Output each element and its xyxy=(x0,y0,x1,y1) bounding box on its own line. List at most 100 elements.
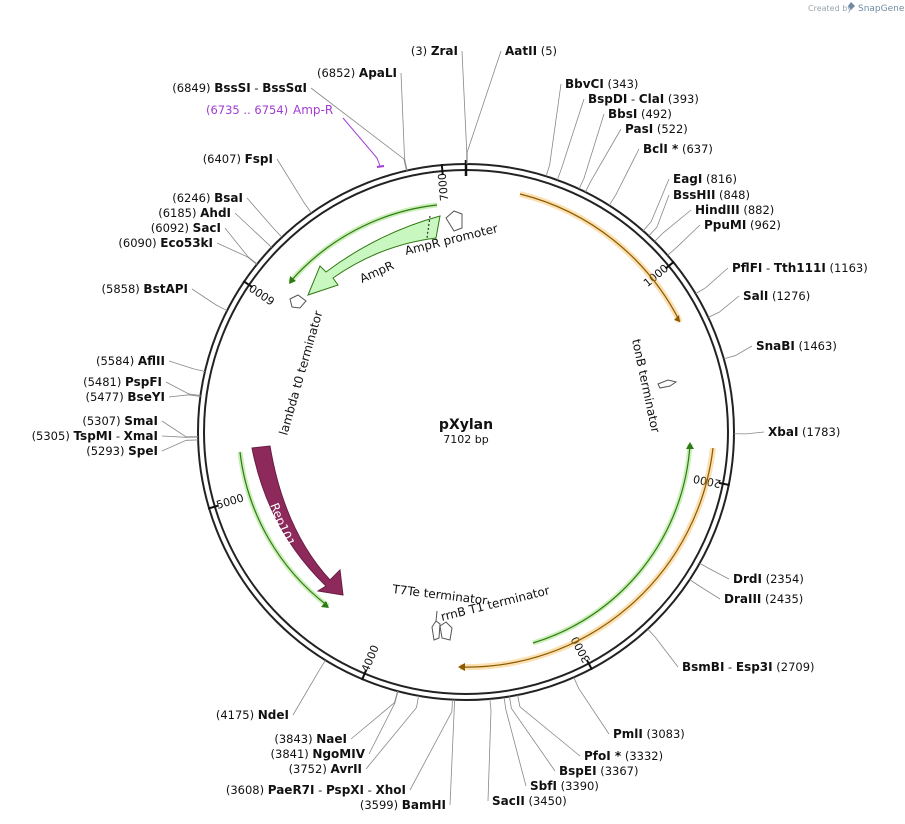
site-ppumi[interactable]: PpuMI (962) xyxy=(667,218,781,256)
site-leader-line xyxy=(168,360,206,372)
site-hindiii[interactable]: HindIII (882) xyxy=(654,203,775,242)
site-leader-line xyxy=(161,439,199,452)
ampr-gene[interactable] xyxy=(307,215,441,296)
site-bseyi[interactable]: (5477) BseYI xyxy=(86,390,201,404)
orange-feature-top[interactable] xyxy=(519,193,681,323)
site-ahdi[interactable]: (6185) AhdI xyxy=(158,206,272,248)
credit-prefix: Created by xyxy=(808,4,852,13)
site-draiii[interactable]: DraIII (2435) xyxy=(689,579,804,606)
site-label: BbvCI (343) xyxy=(565,77,638,91)
site-bcli[interactable]: BclI * (637) xyxy=(608,142,713,206)
enzyme-name: AvrII xyxy=(330,762,362,776)
site-bbsi[interactable]: BbsI (492) xyxy=(578,107,672,190)
enzyme-name: NaeI xyxy=(316,732,347,746)
site-label: BssHII (848) xyxy=(673,188,750,202)
site-sacii[interactable]: SacII (3450) xyxy=(487,698,567,808)
enzyme-name: SmaI xyxy=(124,414,158,428)
enzyme-position: (492) xyxy=(637,107,672,121)
enzyme-name: XmaI xyxy=(124,429,158,443)
site-label: EagI (816) xyxy=(673,172,737,186)
site-snabi[interactable]: SnaBI (1463) xyxy=(723,339,837,360)
enzyme-position: (6092) xyxy=(151,221,193,235)
site-eco53ki[interactable]: (6090) Eco53kI xyxy=(118,236,258,265)
site-eagi[interactable]: EagI (816) xyxy=(642,172,737,232)
primer-amp-r[interactable]: (6735 .. 6754) Amp-R xyxy=(206,103,385,168)
site-bsai[interactable]: (6246) BsaI xyxy=(172,191,283,238)
enzyme-position: (3450) xyxy=(525,794,567,808)
site-leader-line xyxy=(234,212,272,248)
site-naei[interactable]: (3843) NaeI xyxy=(274,691,398,746)
t7te-terminator-icon[interactable] xyxy=(431,620,441,641)
site-spei[interactable]: (5293) SpeI xyxy=(86,439,199,458)
site-bsssi[interactable]: (6849) BssSI - BssSαI xyxy=(172,81,407,171)
enzyme-position: (393) xyxy=(664,92,699,106)
site-bbvci[interactable]: BbvCI (343) xyxy=(545,77,638,177)
site-bspdi[interactable]: BspDI - ClaI (393) xyxy=(556,92,699,181)
site-avrii[interactable]: (3752) AvrII xyxy=(289,695,419,776)
site-leader-line xyxy=(708,295,740,318)
enzyme-position: (1163) xyxy=(826,261,868,275)
site-label: (6246) BsaI xyxy=(172,191,243,205)
enzyme-position: (1463) xyxy=(795,339,837,353)
site-label: SbfI (3390) xyxy=(530,779,599,793)
enzyme-name: ClaI xyxy=(639,92,664,106)
enzyme-position: (1276) xyxy=(768,289,810,303)
site-zrai[interactable]: (3) ZraI xyxy=(411,44,468,165)
rep101-gene[interactable] xyxy=(251,445,344,596)
site-paer7i[interactable]: (3608) PaeR7I - PspXI - XhoI xyxy=(226,699,453,797)
enzyme-name: BamHI xyxy=(402,798,446,812)
site-bamhi[interactable]: (3599) BamHI xyxy=(360,699,456,812)
orange-feature-bottom[interactable] xyxy=(459,447,714,668)
site-drdi[interactable]: DrdI (2354) xyxy=(699,562,804,586)
site-leader-line xyxy=(573,677,610,735)
site-label: (3599) BamHI xyxy=(360,798,446,812)
green-feature-left[interactable] xyxy=(239,451,329,607)
site-ndei[interactable]: (4175) NdeI xyxy=(216,659,326,722)
site-aatii[interactable]: AatII (5) xyxy=(466,44,557,165)
green-feature-right[interactable] xyxy=(532,443,691,644)
enzyme-name: PpuMI xyxy=(704,218,746,232)
enzyme-position: (637) xyxy=(678,142,713,156)
site-saci[interactable]: (6092) SacI xyxy=(151,221,258,265)
site-pflfi[interactable]: PflFI - Tth111I (1163) xyxy=(695,261,868,295)
enzyme-position: (5307) xyxy=(82,414,124,428)
enzyme-name: HindIII xyxy=(695,203,740,217)
enzyme-position: (5858) xyxy=(102,282,144,296)
enzyme-position: (3367) xyxy=(597,764,639,778)
green-feature-upper[interactable] xyxy=(289,204,438,283)
site-leader-line xyxy=(161,420,199,438)
site-pasi[interactable]: PasI (522) xyxy=(585,122,688,193)
site-ngomiv[interactable]: (3841) NgoMIV xyxy=(271,691,399,761)
site-tspmi[interactable]: (5305) TspMI - XmaI xyxy=(32,429,199,443)
enzyme-position: (1783) xyxy=(798,425,840,439)
lambda-t0-terminator-icon[interactable] xyxy=(289,294,307,309)
enzyme-position: (2709) xyxy=(773,660,815,674)
enzyme-name: BsmBI xyxy=(682,660,724,674)
enzyme-position: (522) xyxy=(653,122,688,136)
tonb-terminator-icon[interactable] xyxy=(657,379,678,389)
site-sali[interactable]: SalI (1276) xyxy=(708,289,810,318)
site-leader-line xyxy=(168,394,201,398)
ampr-promoter-icon[interactable] xyxy=(445,210,463,232)
site-pspfi[interactable]: (5481) PspFI xyxy=(83,375,201,396)
site-leader-line xyxy=(723,345,753,360)
site-bspei[interactable]: BspEI (3367) xyxy=(509,696,638,778)
green-feature-right-arrow-icon xyxy=(686,442,694,449)
orange-feature-bottom-arrow-icon xyxy=(458,663,465,671)
site-xbai[interactable]: XbaI (1783) xyxy=(733,425,840,439)
site-label: (6849) BssSI - BssSαI xyxy=(172,81,307,95)
site-aflii[interactable]: (5584) AflII xyxy=(96,354,206,372)
site-bstapi[interactable]: (5858) BstAPI xyxy=(102,282,228,311)
green-feature-upper-arrow-icon xyxy=(289,276,296,284)
site-sbfi[interactable]: SbfI (3390) xyxy=(503,697,599,793)
site-pmli[interactable]: PmlI (3083) xyxy=(573,677,685,741)
site-apali[interactable]: (6852) ApaLI xyxy=(317,66,408,171)
site-bsshii[interactable]: BssHII (848) xyxy=(648,188,750,237)
site-pfoi[interactable]: PfoI * (3332) xyxy=(517,694,663,763)
rrnb-t1-terminator-icon[interactable] xyxy=(439,621,453,641)
enzyme-name: PspXI xyxy=(326,783,364,797)
site-smai[interactable]: (5307) SmaI xyxy=(82,414,199,438)
ampr-label: AmpR xyxy=(358,258,396,285)
site-fspi[interactable]: (6407) FspI xyxy=(203,152,312,214)
site-bsmbi[interactable]: BsmBI - Esp3I (2709) xyxy=(647,628,815,674)
